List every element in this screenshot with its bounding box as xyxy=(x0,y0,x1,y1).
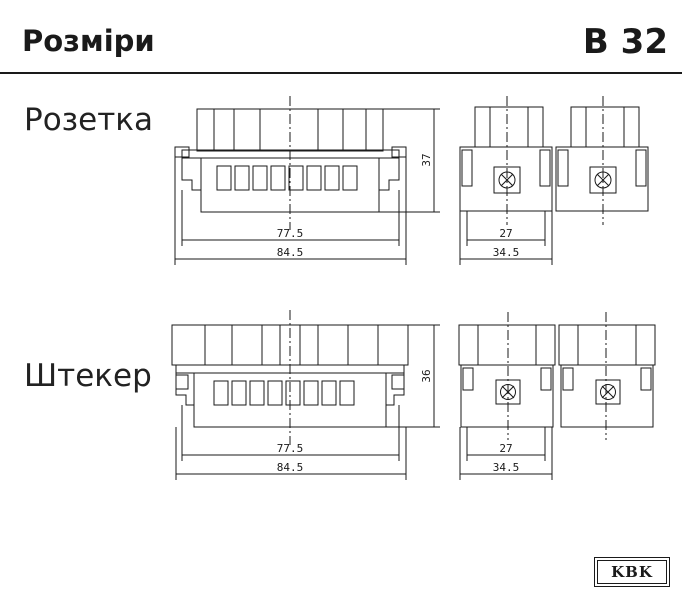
socket-side-dims: 27 34.5 xyxy=(459,211,553,265)
plug-side-view-2 xyxy=(558,312,656,440)
socket-dim-outer-width: 84.5 xyxy=(277,246,304,259)
kbk-logo-text: KBK xyxy=(597,560,667,584)
plug-front-view: 77.5 84.5 36 xyxy=(171,310,440,480)
socket-front-view: 77.5 84.5 37 xyxy=(174,96,440,265)
plug-dim-height: 36 xyxy=(420,369,433,382)
plug-dim-side-inner: 27 xyxy=(499,442,512,455)
socket-label: Розетка xyxy=(24,102,153,138)
plug-side-view-1 xyxy=(458,312,556,440)
plug-label: Штекер xyxy=(24,358,152,394)
plug-dim-inner-width: 77.5 xyxy=(277,442,304,455)
page-title: Розміри xyxy=(22,24,155,58)
socket-side-view-1 xyxy=(459,96,553,225)
plug-dim-outer-width: 84.5 xyxy=(277,461,304,474)
plug-dim-side-outer: 34.5 xyxy=(493,461,520,474)
product-code: B 32 xyxy=(582,22,668,62)
socket-side-view-2 xyxy=(555,96,649,225)
socket-dim-height: 37 xyxy=(420,153,433,166)
socket-dim-side-inner: 27 xyxy=(499,227,512,240)
socket-dim-inner-width: 77.5 xyxy=(277,227,304,240)
header-divider xyxy=(0,72,682,74)
kbk-logo: KBK xyxy=(594,557,670,587)
plug-side-dims: 27 34.5 xyxy=(459,427,553,480)
socket-dim-side-outer: 34.5 xyxy=(493,246,520,259)
